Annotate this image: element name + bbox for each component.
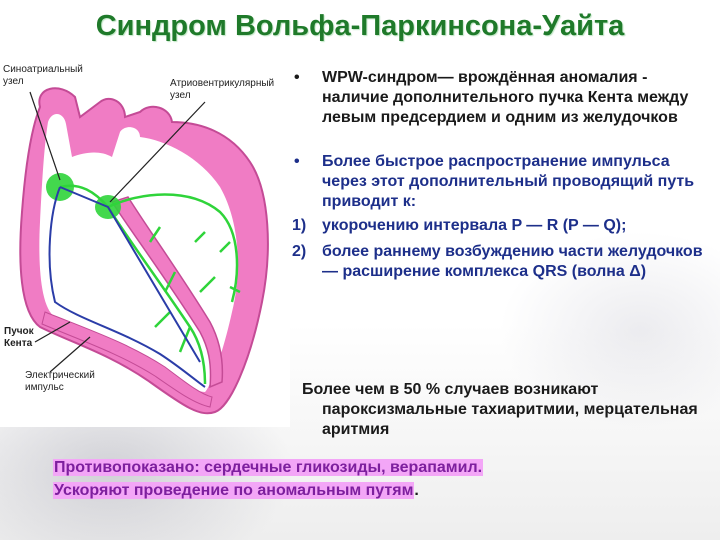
conduction-path: [59, 184, 241, 385]
label-av-node: Атриовентрикулярный узел: [170, 78, 275, 101]
numbered-item: 2) более раннему возбуждению части желуд…: [292, 242, 712, 282]
note-first-line: Более чем в 50 % случаев возникают: [302, 381, 599, 398]
bullet-marker: •: [294, 69, 300, 86]
bullet-item: • WPW-синдром— врождённая аномалия - нал…: [292, 68, 712, 128]
warning-period: .: [414, 482, 419, 499]
bullet-text: Более быстрое распространение импульса ч…: [322, 153, 695, 210]
heart-diagram: Синоатриальный узел Атриовентрикулярный …: [0, 62, 290, 427]
numbered-marker: 1): [292, 217, 307, 234]
bullet-marker: •: [294, 153, 300, 170]
content-list: • WPW-синдром— врождённая аномалия - нал…: [292, 68, 712, 288]
label-impulse: Электрический импульс: [25, 370, 95, 393]
slide-title: Синдром Вольфа-Паркинсона-Уайта: [95, 10, 625, 42]
warning-text-2: Ускоряют проведение по аномальным путям: [53, 482, 415, 499]
bullet-item: • Более быстрое распространение импульса…: [292, 152, 712, 212]
septum: [110, 196, 224, 389]
numbered-text: более раннему возбуждению части желудочк…: [322, 243, 703, 280]
label-kent-bundle: Пучок Кента: [4, 326, 34, 349]
note-rest: пароксизмальные тахиаритмии, мерцательна…: [322, 401, 698, 438]
leader-impulse: [49, 336, 91, 373]
warning-line-1: Противопоказано: сердечные гликозиды, ве…: [53, 456, 673, 479]
heart-illustration: [19, 87, 269, 415]
label-sa-node: Синоатриальный узел: [3, 64, 83, 87]
impulse-path: [48, 186, 206, 388]
leader-sa: [29, 91, 61, 181]
warning-text-1: Противопоказано: сердечные гликозиды, ве…: [53, 459, 484, 476]
numbered-marker: 2): [292, 243, 307, 260]
lower-wall: [41, 311, 213, 408]
numbered-item: 1) укорочению интервала P — R (P — Q);: [292, 216, 712, 236]
contraindication-block: Противопоказано: сердечные гликозиды, ве…: [53, 456, 673, 502]
bullet-text: WPW-синдром— врождённая аномалия - налич…: [322, 69, 689, 126]
warning-line-2: Ускоряют проведение по аномальным путям.: [53, 479, 673, 502]
numbered-text: укорочению интервала P — R (P — Q);: [322, 217, 627, 234]
leader-kent: [34, 321, 71, 343]
leader-av: [109, 101, 206, 203]
statistics-note: Более чем в 50 % случаев возникают парок…: [300, 380, 700, 440]
